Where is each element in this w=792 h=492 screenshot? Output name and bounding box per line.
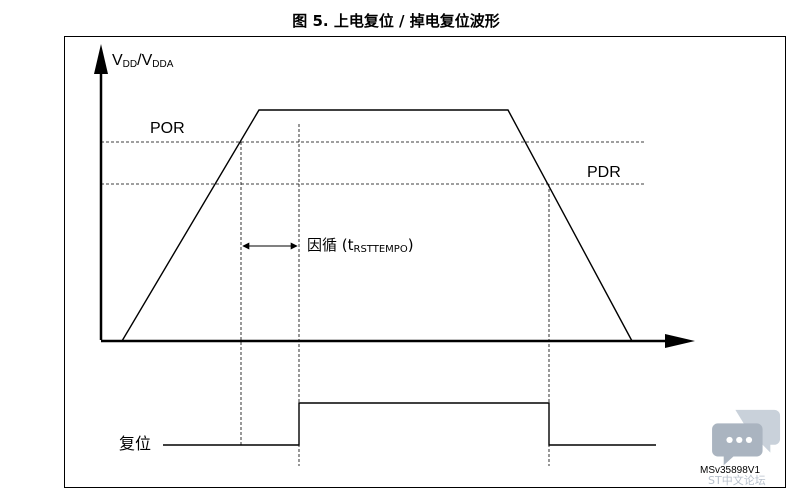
x-axis-arrowhead bbox=[665, 334, 695, 348]
reset-label: 复位 bbox=[119, 434, 152, 453]
por-label: POR bbox=[150, 120, 185, 137]
figure-frame bbox=[64, 36, 786, 488]
y-axis-arrowhead bbox=[94, 44, 108, 74]
chat-bubble-icon bbox=[712, 409, 781, 466]
figure-title: 图 5. 上电复位 / 掉电复位波形 bbox=[292, 12, 500, 30]
vdd-waveform bbox=[121, 109, 633, 342]
pdr-label: PDR bbox=[587, 164, 621, 181]
figure-id: MSv35898V1 bbox=[700, 465, 761, 476]
reset-waveform bbox=[163, 402, 656, 446]
watermark-text: ST中文论坛 bbox=[708, 474, 766, 487]
temporization-label: 因循 (tRSTTEMPO) bbox=[307, 236, 414, 255]
y-axis-label: VDD/VDDA bbox=[112, 52, 174, 70]
